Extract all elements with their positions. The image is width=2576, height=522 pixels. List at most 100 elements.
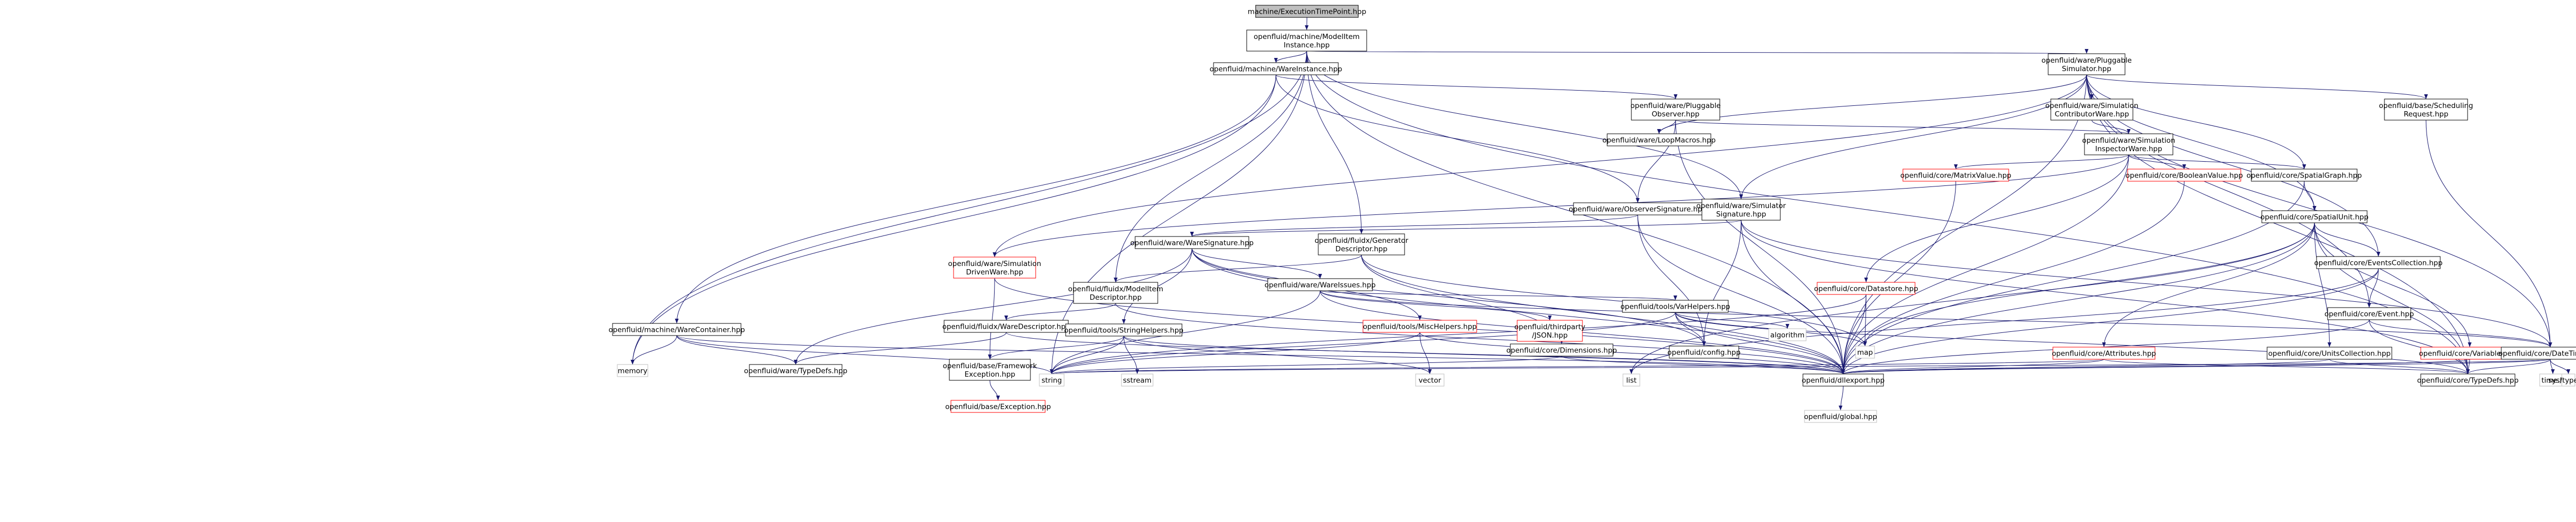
node-variables[interactable]: openfluid/core/Variables.hpp <box>2419 347 2521 360</box>
node-label: openfluid/core/Dimensions.hpp <box>1506 347 1617 355</box>
node-label: Descriptor.hpp <box>1336 245 1388 253</box>
node-box <box>1631 99 1720 121</box>
node-label: openfluid/ware/TypeDefs.hpp <box>744 367 848 376</box>
node-label: machine/ExecutionTimePoint.hpp <box>1248 8 1366 16</box>
node-loop-macros[interactable]: openfluid/ware/LoopMacros.hpp <box>1602 133 1716 146</box>
node-label: openfluid/ware/Pluggable <box>1630 102 1721 110</box>
node-label: map <box>1857 349 1873 357</box>
edge-sim_driven_ware-to-framework_exception <box>988 278 995 360</box>
edge-spatial_graph-to-spatial_unit <box>2304 181 2317 211</box>
node-spatial-graph[interactable]: openfluid/core/SpatialGraph.hpp <box>2247 169 2362 182</box>
node-core-typedefs[interactable]: openfluid/core/TypeDefs.hpp <box>2417 373 2519 387</box>
edge-simulator_signature-to-date_time <box>1741 220 2552 348</box>
edge-pluggable_simulator-to-core_typedefs <box>2086 74 2470 375</box>
node-var-helpers[interactable]: openfluid/tools/VarHelpers.hpp <box>1620 300 1730 313</box>
edge-dimensions-to-dllexport <box>1561 356 1845 375</box>
node-units-collection[interactable]: openfluid/core/UnitsCollection.hpp <box>2267 347 2392 360</box>
node-events-collection[interactable]: openfluid/core/EventsCollection.hpp <box>2314 256 2443 269</box>
edge-attributes-to-core_typedefs <box>2103 359 2470 375</box>
edge-ware_signature-to-ware_issues <box>1191 248 1322 279</box>
edge-scheduling_request-to-date_time <box>2425 120 2552 348</box>
node-string-helpers[interactable]: openfluid/tools/StringHelpers.hpp <box>1064 323 1184 337</box>
node-fluidx-ware-desc[interactable]: openfluid/fluidx/WareDescriptor.hpp <box>943 320 1070 333</box>
node-vector: vector <box>1415 373 1445 387</box>
edge-spatial_unit-to-variables <box>2314 222 2472 348</box>
edge-matrix_value-to-dllexport <box>1841 181 1956 375</box>
edge-sim_inspector-to-sim_driven_ware <box>993 154 2129 258</box>
edge-fluidx_generator-to-map <box>1361 254 1867 347</box>
node-label: Exception.hpp <box>965 370 1015 379</box>
edge-attributes-to-string <box>1050 359 2104 375</box>
node-ware-signature[interactable]: openfluid/ware/WareSignature.hpp <box>1130 236 1254 249</box>
node-box <box>2050 99 2133 121</box>
node-sim-contributor[interactable]: openfluid/ware/SimulationContributorWare… <box>2046 99 2139 121</box>
node-ware-typedefs[interactable]: openfluid/ware/TypeDefs.hpp <box>744 364 848 377</box>
node-box <box>2561 373 2575 387</box>
node-ware-instance[interactable]: openfluid/machine/WareInstance.hpp <box>1210 62 1342 75</box>
edge-pluggable_observer-to-dllexport <box>1675 120 1846 375</box>
node-label: openfluid/ware/Simulation <box>2046 102 2139 110</box>
node-box <box>1318 233 1405 255</box>
node-observer-signature[interactable]: openfluid/ware/ObserverSignature.hpp <box>1569 202 1707 215</box>
node-box <box>2384 99 2468 121</box>
node-date-time[interactable]: openfluid/core/DateTime.hpp <box>2499 347 2576 360</box>
edge-fluidx_generator-to-fluidx_modelitem <box>1114 254 1362 283</box>
node-label: openfluid/ware/ObserverSignature.hpp <box>1569 205 1707 214</box>
node-label: openfluid/core/Attributes.hpp <box>2052 350 2156 358</box>
node-dimensions[interactable]: openfluid/core/Dimensions.hpp <box>1506 343 1617 357</box>
node-box <box>2052 347 2156 360</box>
node-box <box>2501 347 2576 360</box>
edge-string_helpers-to-string <box>1049 336 1124 375</box>
node-label: openfluid/tools/StringHelpers.hpp <box>1064 327 1184 335</box>
node-label: Instance.hpp <box>1284 41 1329 50</box>
node-box <box>2327 307 2411 320</box>
node-boolean-value[interactable]: openfluid/core/BooleanValue.hpp <box>2126 169 2243 182</box>
node-box <box>2251 169 2358 182</box>
node-sim-inspector[interactable]: openfluid/ware/SimulationInspectorWare.h… <box>2082 133 2176 155</box>
edge-var_helpers-to-dllexport <box>1675 312 1846 375</box>
node-label: openfluid/ware/Pluggable <box>2041 56 2132 65</box>
edge-modelitem_instance-to-fluidx_modelitem <box>1114 51 1307 283</box>
node-config[interactable]: openfluid/config.hpp <box>1668 346 1741 359</box>
node-dllexport[interactable]: openfluid/dllexport.hpp <box>1802 373 1885 387</box>
node-box <box>949 359 1031 381</box>
node-label: Descriptor.hpp <box>1090 293 1142 302</box>
node-event[interactable]: openfluid/core/Event.hpp <box>2324 307 2414 320</box>
edge-modelitem_instance-to-fluidx_generator <box>1306 51 1364 234</box>
node-box <box>1622 373 1640 387</box>
node-attributes[interactable]: openfluid/core/Attributes.hpp <box>2052 347 2156 360</box>
node-ware-issues[interactable]: openfluid/ware/WareIssues.hpp <box>1265 278 1376 291</box>
edge-ware_container-to-memory <box>630 335 677 365</box>
edge-pluggable_observer-to-sim_inspector <box>1675 120 2130 134</box>
node-misc-helpers[interactable]: openfluid/tools/MiscHelpers.hpp <box>1362 320 1477 333</box>
node-label: openfluid/core/DateTime.hpp <box>2499 350 2576 358</box>
node-label: openfluid/tools/MiscHelpers.hpp <box>1363 323 1477 331</box>
node-root: machine/ExecutionTimePoint.hpp <box>1248 5 1366 18</box>
edge-ware_instance-to-observer_signature <box>1276 74 1640 203</box>
edge-ware_issues-to-date_time <box>1320 290 2552 348</box>
edge-simulator_signature-to-config <box>1702 220 1741 347</box>
node-label: ContributorWare.hpp <box>2054 110 2129 119</box>
edge-ware_container-to-ware_typedefs <box>676 335 798 365</box>
node-json[interactable]: openfluid/thirdparty/JSON.hpp <box>1515 320 1586 342</box>
node-label: openfluid/core/BooleanValue.hpp <box>2126 172 2243 180</box>
edge-pluggable_simulator-to-dllexport <box>1841 74 2087 375</box>
node-spatial-unit[interactable]: openfluid/core/SpatialUnit.hpp <box>2260 210 2369 223</box>
edge-simulator_signature-to-dllexport <box>1741 220 1846 375</box>
node-datastore[interactable]: openfluid/core/Datastore.hpp <box>1814 282 1918 295</box>
node-matrix-value[interactable]: openfluid/core/MatrixValue.hpp <box>1900 169 2011 182</box>
edge-ware_container-to-dllexport <box>676 335 1845 375</box>
node-label: /JSON.hpp <box>1532 331 1568 340</box>
node-ware-container[interactable]: openfluid/machine/WareContainer.hpp <box>608 323 745 336</box>
node-base-exception[interactable]: openfluid/base/Exception.hpp <box>945 400 1051 413</box>
edge-spatial_unit-to-attributes <box>2102 222 2315 348</box>
